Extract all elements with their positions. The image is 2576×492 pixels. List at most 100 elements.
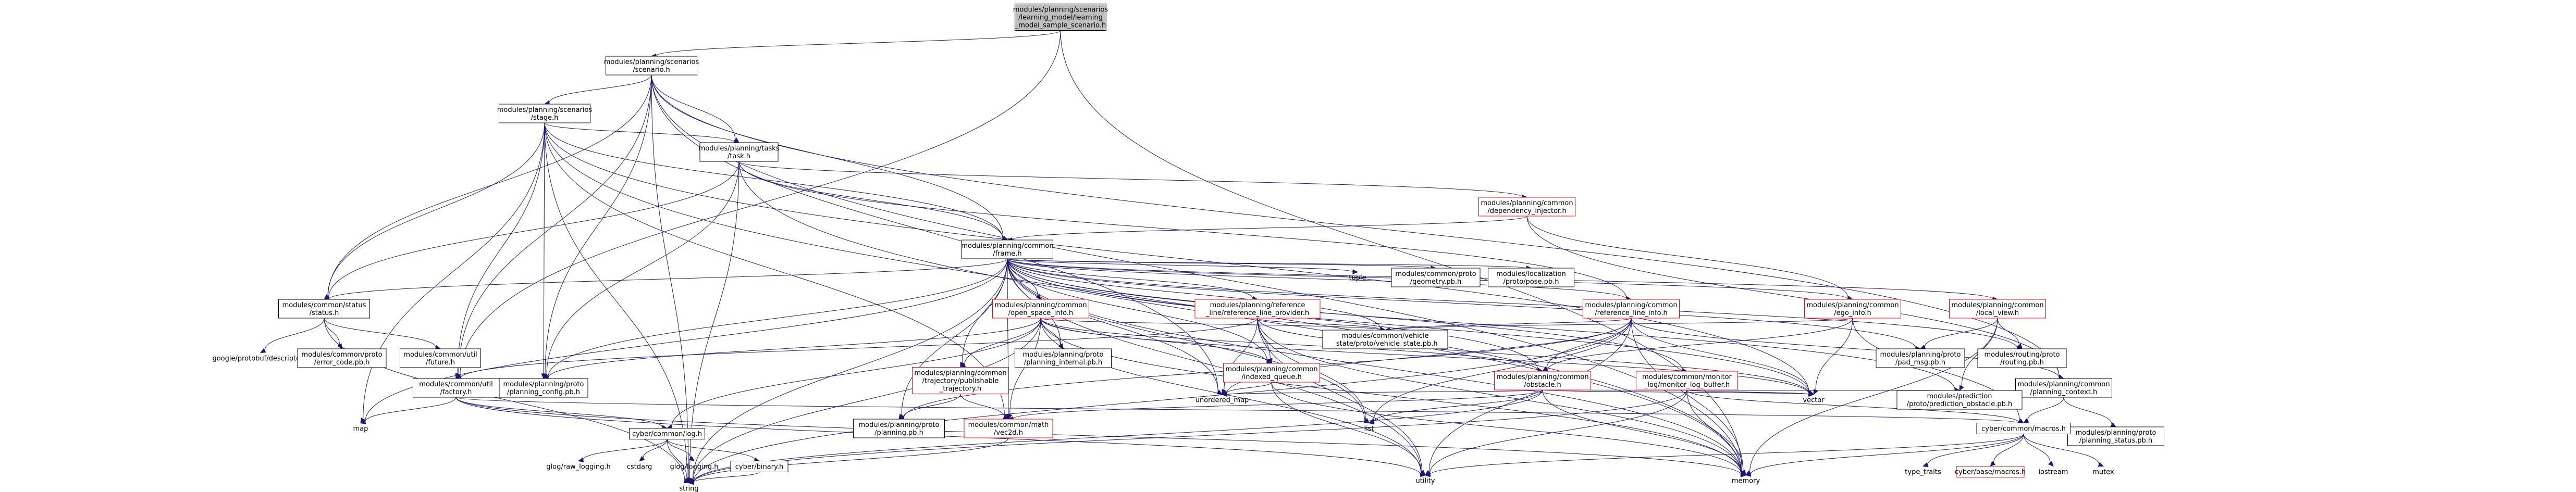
edge-local_view-to-routing_pb bbox=[1997, 318, 2023, 349]
arrow-head bbox=[1424, 472, 1431, 477]
node-descriptor: google/protobuf/descriptor.h bbox=[212, 355, 309, 363]
edge-line bbox=[1257, 318, 1381, 330]
node-label-line: /dependency_injector.h bbox=[1487, 207, 1566, 215]
edge-line bbox=[457, 122, 545, 374]
arrow-head bbox=[2023, 418, 2029, 424]
node-label-line: /pad_msg.pb.h bbox=[1895, 359, 1945, 367]
node-future-h[interactable]: modules/common/util/future.h bbox=[400, 348, 481, 368]
node-obstacle-h[interactable]: modules/planning/common/obstacle.h bbox=[1494, 371, 1591, 390]
arrow-head bbox=[639, 456, 645, 462]
node-factory-h[interactable]: modules/common/util/factory.h bbox=[413, 378, 499, 398]
node-label-line: /status.h bbox=[310, 309, 339, 317]
edge-line bbox=[545, 74, 652, 374]
edge-line bbox=[1526, 216, 1848, 298]
node-open-space[interactable]: modules/planning/common/open_space_info.… bbox=[992, 299, 1089, 319]
node-root[interactable]: modules/planning/scenarios/learning_mode… bbox=[1013, 4, 1108, 31]
node-binary-h[interactable]: cyber/binary.h bbox=[730, 461, 788, 472]
edge-open_space-to-vec2d bbox=[1007, 318, 1041, 420]
arrow-head bbox=[1959, 385, 1964, 392]
node-planning-context[interactable]: modules/planning/common/planning_context… bbox=[2015, 378, 2112, 398]
edge-line bbox=[1631, 318, 1810, 393]
node-routing-pb[interactable]: modules/routing/proto/routing.pb.h bbox=[1977, 348, 2067, 368]
node-box bbox=[400, 348, 481, 368]
edge-line bbox=[667, 439, 687, 479]
node-label-line: type_traits bbox=[1905, 469, 1941, 476]
node-geometry[interactable]: modules/common/proto/geometry.pb.h bbox=[1391, 268, 1481, 287]
edge-line bbox=[1226, 382, 1272, 394]
edge-line bbox=[2023, 434, 2051, 463]
edge-line bbox=[1257, 318, 1271, 359]
node-error-code[interactable]: modules/common/proto/error_code.pb.h bbox=[297, 348, 387, 368]
node-box bbox=[278, 299, 370, 319]
edge-monitor_buffer-to-vector bbox=[1686, 389, 1815, 397]
node-label-line: modules/planning/proto bbox=[2076, 429, 2156, 437]
node-box bbox=[853, 419, 945, 438]
node-cstdarg: cstdarg bbox=[627, 463, 652, 471]
edge-stage_h-to-status_h bbox=[324, 122, 545, 300]
edge-line bbox=[1040, 318, 1422, 474]
edge-line bbox=[960, 394, 1005, 417]
node-planning-config[interactable]: modules/planning/proto/planning_config.p… bbox=[499, 378, 588, 398]
node-pad-msg[interactable]: modules/planning/proto/pad_msg.pb.h bbox=[1876, 348, 1965, 368]
edge-line bbox=[1749, 318, 1998, 473]
edge-line bbox=[1542, 389, 1742, 474]
edge-line bbox=[656, 30, 1061, 56]
node-monitor-buffer[interactable]: modules/common/monitor_log/monitor_log_b… bbox=[1636, 371, 1738, 390]
node-label-line: /planning_context.h bbox=[2030, 388, 2098, 396]
node-vehicle-state[interactable]: modules/common/vehicle_state/proto/vehic… bbox=[1322, 330, 1448, 349]
edge-line bbox=[2063, 397, 2112, 425]
node-prediction-obstacle[interactable]: modules/prediction/proto/prediction_obst… bbox=[1896, 390, 2023, 410]
edge-line bbox=[327, 74, 652, 297]
node-log-h[interactable]: cyber/common/log.h bbox=[629, 428, 705, 439]
edge-log_h-to-cstdarg bbox=[639, 439, 668, 462]
node-label-line: /planning_status.pb.h bbox=[2079, 437, 2152, 445]
arrow-head bbox=[1267, 358, 1273, 364]
node-indexed-queue[interactable]: modules/planning/common/indexed_queue.h bbox=[1223, 363, 1320, 383]
arrow-head bbox=[1922, 462, 1929, 468]
node-frame-h[interactable]: modules/planning/common/frame.h bbox=[961, 239, 1054, 259]
node-macros-h[interactable]: cyber/common/macros.h bbox=[1976, 423, 2071, 434]
node-label-line: /future.h bbox=[426, 359, 455, 367]
node-label-line: modules/planning/scenarios bbox=[1013, 6, 1108, 14]
node-label-line: cyber/binary.h bbox=[735, 463, 783, 471]
node-box bbox=[1494, 371, 1591, 390]
edge-obstacle_h-to-unordered_map bbox=[1221, 389, 1543, 397]
node-base-macros[interactable]: cyber/base/macros.h bbox=[1955, 466, 2026, 477]
node-label-line: modules/common/monitor bbox=[1642, 373, 1732, 381]
node-box bbox=[499, 104, 590, 123]
node-pose[interactable]: modules/localization/proto/pose.pb.h bbox=[1488, 268, 1574, 287]
node-box bbox=[499, 378, 588, 398]
edge-frame_h-to-status_h bbox=[323, 258, 1008, 302]
node-ref-line-info[interactable]: modules/planning/common/reference_line_i… bbox=[1583, 299, 1680, 319]
edge-root-to-scenario_h bbox=[650, 30, 1061, 59]
node-box bbox=[699, 142, 779, 162]
edge-open_space-to-traj_pub bbox=[959, 318, 1041, 368]
edge-line bbox=[2027, 397, 2064, 421]
node-status-h[interactable]: modules/common/status/status.h bbox=[278, 299, 370, 319]
node-task-h[interactable]: modules/planning/tasks/task.h bbox=[699, 142, 780, 162]
node-planning-pb[interactable]: modules/planning/proto/planning.pb.h bbox=[853, 419, 945, 438]
node-traj-pub[interactable]: modules/planning/common/trajectory/publi… bbox=[912, 367, 1009, 394]
node-label-line: modules/common/math bbox=[968, 421, 1049, 429]
node-label-line: /vec2d.h bbox=[994, 429, 1023, 437]
node-stage-h[interactable]: modules/planning/scenarios/stage.h bbox=[497, 104, 593, 123]
node-box bbox=[1488, 268, 1574, 287]
node-scenario-h[interactable]: modules/planning/scenarios/scenario.h bbox=[604, 56, 699, 75]
edge-macros_h-to-utility bbox=[1424, 434, 2024, 477]
edge-ego_info-to-vector bbox=[1813, 318, 1853, 395]
node-planning-status[interactable]: modules/planning/proto/planning_status.p… bbox=[2067, 426, 2164, 446]
node-label-line: modules/planning/common bbox=[1585, 301, 1677, 309]
node-dep-injector[interactable]: modules/planning/common/dependency_injec… bbox=[1478, 197, 1575, 217]
edge-line bbox=[1040, 318, 1742, 474]
node-ego-info[interactable]: modules/planning/common/ego_info.h bbox=[1804, 299, 1901, 319]
node-local-view[interactable]: modules/planning/common/local_view.h bbox=[1949, 299, 2046, 319]
node-box bbox=[730, 461, 788, 472]
node-label-line: modules/common/proto bbox=[1395, 270, 1476, 278]
node-box bbox=[1896, 390, 2023, 410]
edge-line bbox=[689, 161, 739, 478]
node-label-line: /geometry.pb.h bbox=[1410, 278, 1462, 286]
node-planning-internal[interactable]: modules/planning/proto/planning_internal… bbox=[1015, 348, 1112, 368]
arrow-head bbox=[1352, 269, 1359, 274]
node-ref-line-provider[interactable]: modules/planning/reference_line/referenc… bbox=[1194, 299, 1321, 319]
node-vec2d[interactable]: modules/common/math/vec2d.h bbox=[964, 419, 1053, 438]
